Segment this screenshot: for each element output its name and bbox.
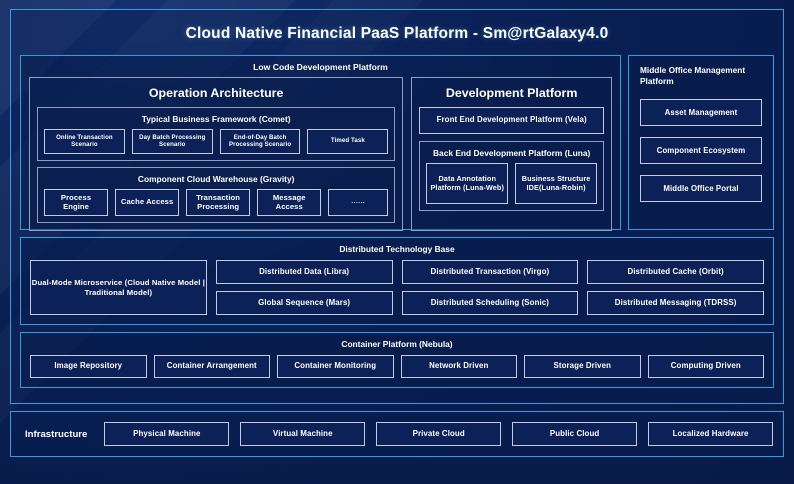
node-distributed-cache[interactable]: Distributed Cache (Orbit) [587,260,764,284]
node-message-access[interactable]: Message Access [257,189,322,216]
back-end-group: Back End Development Platform (Luna) Dat… [419,141,604,211]
node-physical-machine[interactable]: Physical Machine [104,422,230,446]
infrastructure-items: Physical Machine Virtual Machine Private… [104,422,773,446]
node-asset-management[interactable]: Asset Management [640,99,762,127]
node-storage-driven[interactable]: Storage Driven [524,355,641,378]
node-image-repository[interactable]: Image Repository [30,355,147,378]
back-end-title: Back End Development Platform (Luna) [433,148,591,158]
node-timed-task[interactable]: Timed Task [307,129,389,154]
distributed-technology-base-panel: Distributed Technology Base Dual-Mode Mi… [20,237,774,325]
node-container-arrangement[interactable]: Container Arrangement [153,355,270,378]
middle-office-title: Middle Office Management Platform [640,65,746,87]
operation-architecture-panel: Operation Architecture Typical Business … [29,77,404,231]
infrastructure-label: Infrastructure [25,428,88,440]
node-middle-office-portal[interactable]: Middle Office Portal [640,175,762,203]
node-virtual-machine[interactable]: Virtual Machine [240,422,366,446]
node-business-structure-ide[interactable]: Business Structure IDE(Luna-Robin) [515,163,597,204]
infrastructure-panel: Infrastructure Physical Machine Virtual … [10,411,784,457]
node-front-end-development-platform[interactable]: Front End Development Platform (Vela) [419,107,604,134]
node-online-transaction-scenario[interactable]: Online Transaction Scenario [44,129,125,154]
node-data-annotation-platform[interactable]: Data Annotation Platform (Luna-Web) [426,163,509,204]
development-platform-title: Development Platform [445,86,578,100]
node-container-monitoring[interactable]: Container Monitoring [277,355,394,378]
node-distributed-messaging[interactable]: Distributed Messaging (TDRSS) [587,291,764,315]
low-code-title: Low Code Development Platform [253,62,388,72]
platform-frame: Cloud Native Financial PaaS Platform - S… [10,9,784,404]
node-public-cloud[interactable]: Public Cloud [512,422,638,446]
node-transaction-processing[interactable]: Transaction Processing [186,189,251,216]
dtb-column-3: Distributed Transaction (Virgo) Distribu… [401,260,579,315]
page-title: Cloud Native Financial PaaS Platform - S… [185,25,609,42]
node-dual-mode-microservice[interactable]: Dual-Mode Microservice (Cloud Native Mod… [30,260,207,315]
node-computing-driven[interactable]: Computing Driven [647,355,764,378]
component-cloud-warehouse-group: Component Cloud Warehouse (Gravity) Proc… [37,167,396,223]
upper-row: Low Code Development Platform Operation … [20,55,774,231]
operation-architecture-title: Operation Architecture [148,86,284,100]
node-process-engine[interactable]: Process Engine [44,189,109,216]
component-cloud-warehouse-items: Process Engine Cache Access Transaction … [44,189,389,216]
node-day-batch-processing-scenario[interactable]: Day Batch Processing Scenario [131,129,213,154]
low-code-development-platform: Low Code Development Platform Operation … [20,55,621,231]
back-end-items: Data Annotation Platform (Luna-Web) Busi… [426,163,597,204]
dtb-column-1: Dual-Mode Microservice (Cloud Native Mod… [30,260,207,315]
development-platform-panel: Development Platform Front End Developme… [411,77,612,231]
node-distributed-transaction[interactable]: Distributed Transaction (Virgo) [401,260,579,284]
node-more-components[interactable]: ...... [328,189,389,216]
dtb-column-2: Distributed Data (Libra) Global Sequence… [215,260,393,315]
node-distributed-scheduling[interactable]: Distributed Scheduling (Sonic) [401,291,579,315]
node-component-ecosystem[interactable]: Component Ecosystem [640,137,762,165]
container-platform-panel: Container Platform (Nebula) Image Reposi… [20,332,774,388]
node-network-driven[interactable]: Network Driven [400,355,517,378]
distributed-technology-base-title: Distributed Technology Base [339,244,455,254]
dtb-column-4: Distributed Cache (Orbit) Distributed Me… [587,260,764,315]
typical-business-framework-group: Typical Business Framework (Comet) Onlin… [37,107,396,161]
front-end-group: Front End Development Platform (Vela) [419,107,604,134]
node-distributed-data[interactable]: Distributed Data (Libra) [215,260,393,284]
middle-office-management-platform: Middle Office Management Platform Asset … [628,55,774,230]
component-cloud-warehouse-title: Component Cloud Warehouse (Gravity) [137,174,295,184]
container-platform-items: Image Repository Container Arrangement C… [30,355,764,378]
node-end-of-day-batch-processing-scenario[interactable]: End-of-Day Batch Processing Scenario [219,129,301,154]
typical-business-framework-title: Typical Business Framework (Comet) [141,114,291,124]
node-localized-hardware[interactable]: Localized Hardware [648,422,773,446]
node-global-sequence[interactable]: Global Sequence (Mars) [215,291,393,315]
node-cache-access[interactable]: Cache Access [115,189,180,216]
typical-business-framework-items: Online Transaction Scenario Day Batch Pr… [44,129,389,154]
container-platform-title: Container Platform (Nebula) [341,339,453,349]
node-private-cloud[interactable]: Private Cloud [376,422,502,446]
